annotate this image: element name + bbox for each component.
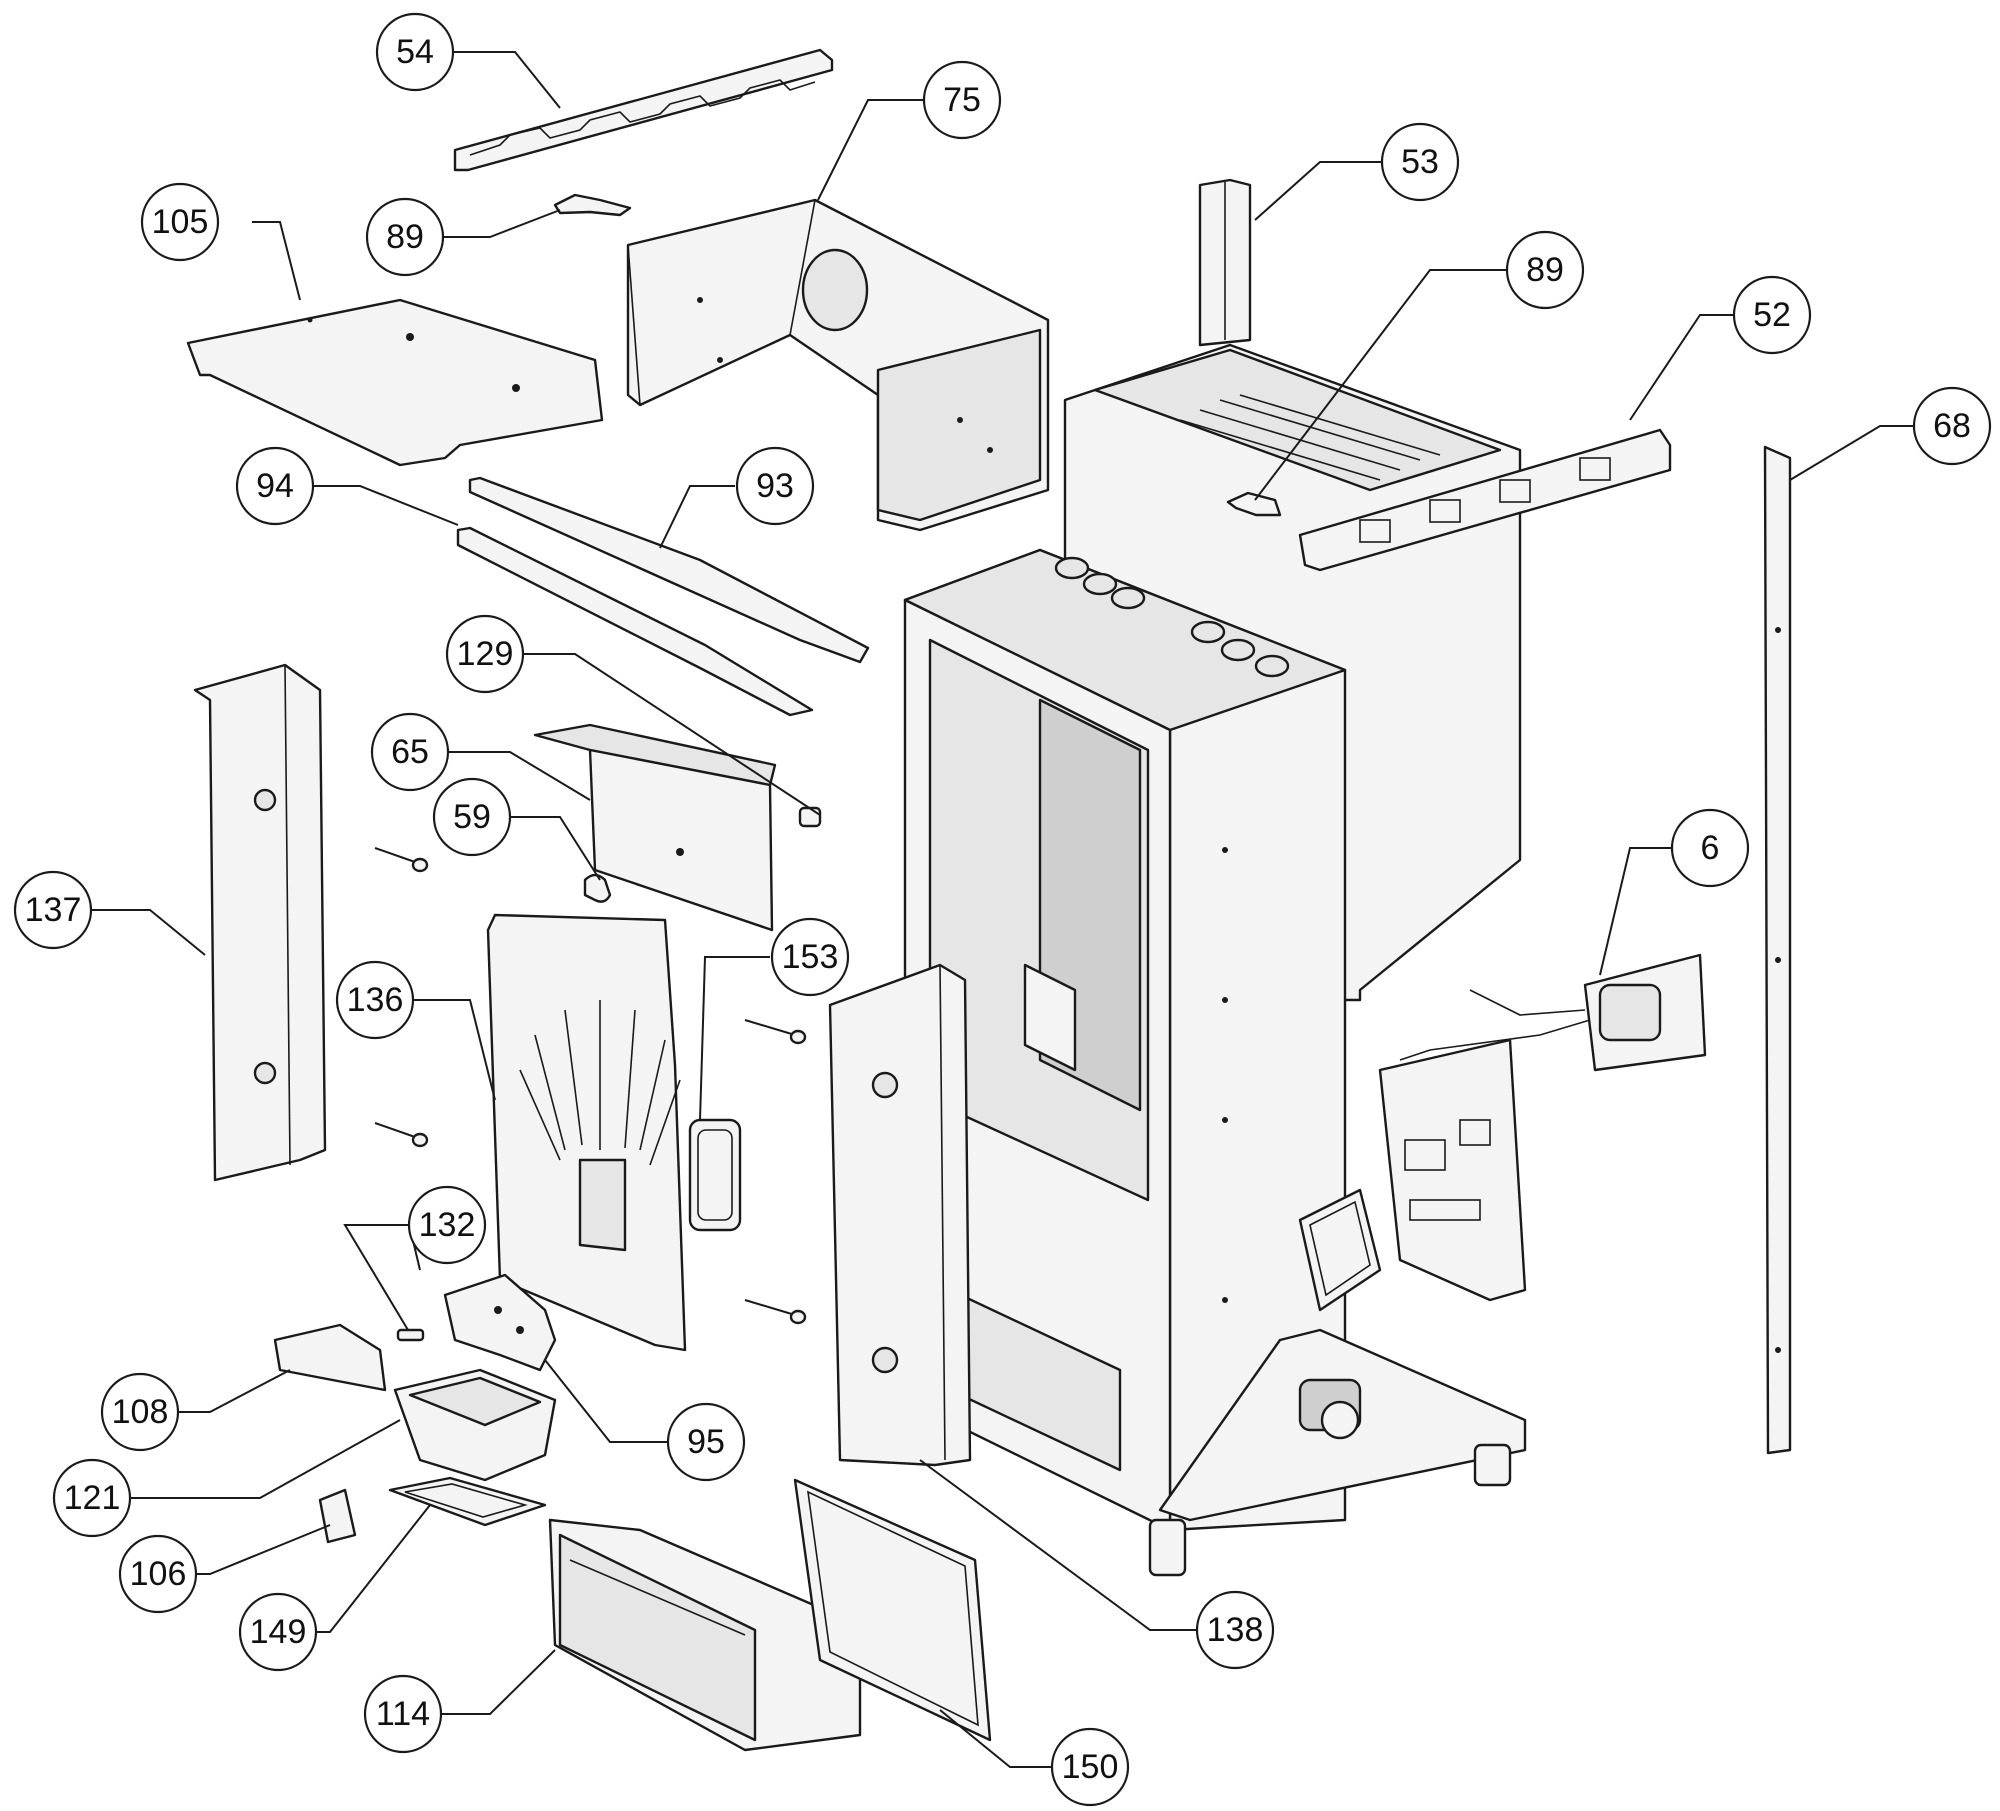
- part-54-top-bracket: [453, 48, 834, 172]
- callout-54: 54: [375, 12, 455, 92]
- svg-text:59: 59: [453, 798, 491, 836]
- part-68-vertical-strip: [1763, 445, 1792, 1455]
- part-53-vertical-post: [1198, 178, 1252, 347]
- callout-132: 132: [407, 1185, 487, 1265]
- part-132-pin: [396, 1328, 425, 1342]
- part-6-ignitor-bracket: [1399, 953, 1707, 1072]
- bolts-right: [744, 1019, 807, 1325]
- callout-137: 137: [13, 870, 93, 950]
- part-106-clip: [318, 1488, 357, 1544]
- svg-text:75: 75: [943, 81, 981, 119]
- callout-150: 150: [1050, 1727, 1130, 1807]
- svg-text:108: 108: [112, 1393, 169, 1431]
- svg-text:52: 52: [1753, 296, 1791, 334]
- svg-text:150: 150: [1062, 1748, 1119, 1786]
- part-52-rear-bracket: [1298, 428, 1672, 572]
- callout-53: 53: [1380, 122, 1460, 202]
- callout-75: 75: [922, 60, 1002, 140]
- callout-114: 114: [363, 1674, 443, 1754]
- part-121-burn-pot: [393, 1368, 557, 1482]
- callout-136: 136: [335, 960, 415, 1040]
- part-108-bracket: [273, 1323, 387, 1392]
- part-105-top-cover: [186, 298, 604, 467]
- svg-text:65: 65: [391, 733, 429, 771]
- part-59-knob: [583, 873, 612, 903]
- svg-text:89: 89: [386, 218, 424, 256]
- svg-text:95: 95: [687, 1423, 725, 1461]
- callout-95: 95: [666, 1402, 746, 1482]
- callout-68: 68: [1912, 386, 1992, 466]
- leader-lines: [62, 51, 1913, 1768]
- callout-6: 6: [1670, 808, 1750, 888]
- callout-94: 94: [235, 446, 315, 526]
- svg-text:54: 54: [396, 33, 434, 71]
- svg-text:138: 138: [1207, 1611, 1264, 1649]
- part-150-door-gasket: [793, 1478, 992, 1742]
- callout-138: 138: [1195, 1590, 1275, 1670]
- svg-text:93: 93: [756, 467, 794, 505]
- svg-text:137: 137: [25, 891, 82, 929]
- callout-106: 106: [118, 1534, 198, 1614]
- callout-149: 149: [238, 1592, 318, 1672]
- callout-105: 105: [140, 182, 220, 262]
- part-149-pot-gasket: [388, 1476, 547, 1527]
- svg-text:105: 105: [152, 203, 209, 241]
- callout-59: 59: [432, 777, 512, 857]
- part-114-ash-drawer: [548, 1518, 862, 1752]
- part-89-hopper-plate: [1226, 491, 1282, 517]
- svg-text:53: 53: [1401, 143, 1439, 181]
- callout-52: 52: [1732, 275, 1812, 355]
- part-89-small-plate: [553, 193, 632, 217]
- main-body-base: [1158, 1328, 1527, 1522]
- svg-text:114: 114: [376, 1695, 430, 1733]
- part-129-bolt: [798, 806, 822, 828]
- part-137-left-side-panel: [193, 663, 327, 1182]
- callout-153: 153: [770, 917, 850, 997]
- board-gasket: [1298, 1188, 1382, 1312]
- svg-text:121: 121: [64, 1479, 121, 1517]
- callout-129: 129: [445, 614, 525, 694]
- svg-text:129: 129: [457, 635, 514, 673]
- callout-89-right: 89: [1505, 230, 1585, 310]
- callout-93: 93: [735, 446, 815, 526]
- svg-text:68: 68: [1933, 407, 1971, 445]
- part-65-deflector: [533, 723, 777, 932]
- svg-text:132: 132: [419, 1206, 476, 1244]
- control-board: [1378, 1038, 1527, 1302]
- callout-121: 121: [52, 1458, 132, 1538]
- svg-text:89: 89: [1526, 251, 1564, 289]
- part-136-front-panel: [486, 913, 687, 1352]
- part-153-door-gasket: [688, 1118, 742, 1232]
- part-95-pot-holder: [443, 1273, 557, 1372]
- svg-text:149: 149: [250, 1613, 307, 1651]
- main-body-frame: [903, 548, 1347, 1577]
- callout-65: 65: [370, 712, 450, 792]
- part-94-strip: [456, 526, 814, 717]
- callout-89-left: 89: [365, 197, 445, 277]
- svg-text:153: 153: [782, 938, 839, 976]
- svg-text:94: 94: [256, 467, 294, 505]
- svg-text:136: 136: [347, 981, 404, 1019]
- part-138-right-side-panel: [828, 963, 972, 1467]
- part-75-upper-housing: [626, 198, 1050, 532]
- bolts-left: [374, 847, 429, 1148]
- callout-108: 108: [100, 1372, 180, 1452]
- svg-text:6: 6: [1701, 829, 1720, 867]
- part-93-strip: [468, 476, 870, 664]
- svg-text:106: 106: [130, 1555, 187, 1593]
